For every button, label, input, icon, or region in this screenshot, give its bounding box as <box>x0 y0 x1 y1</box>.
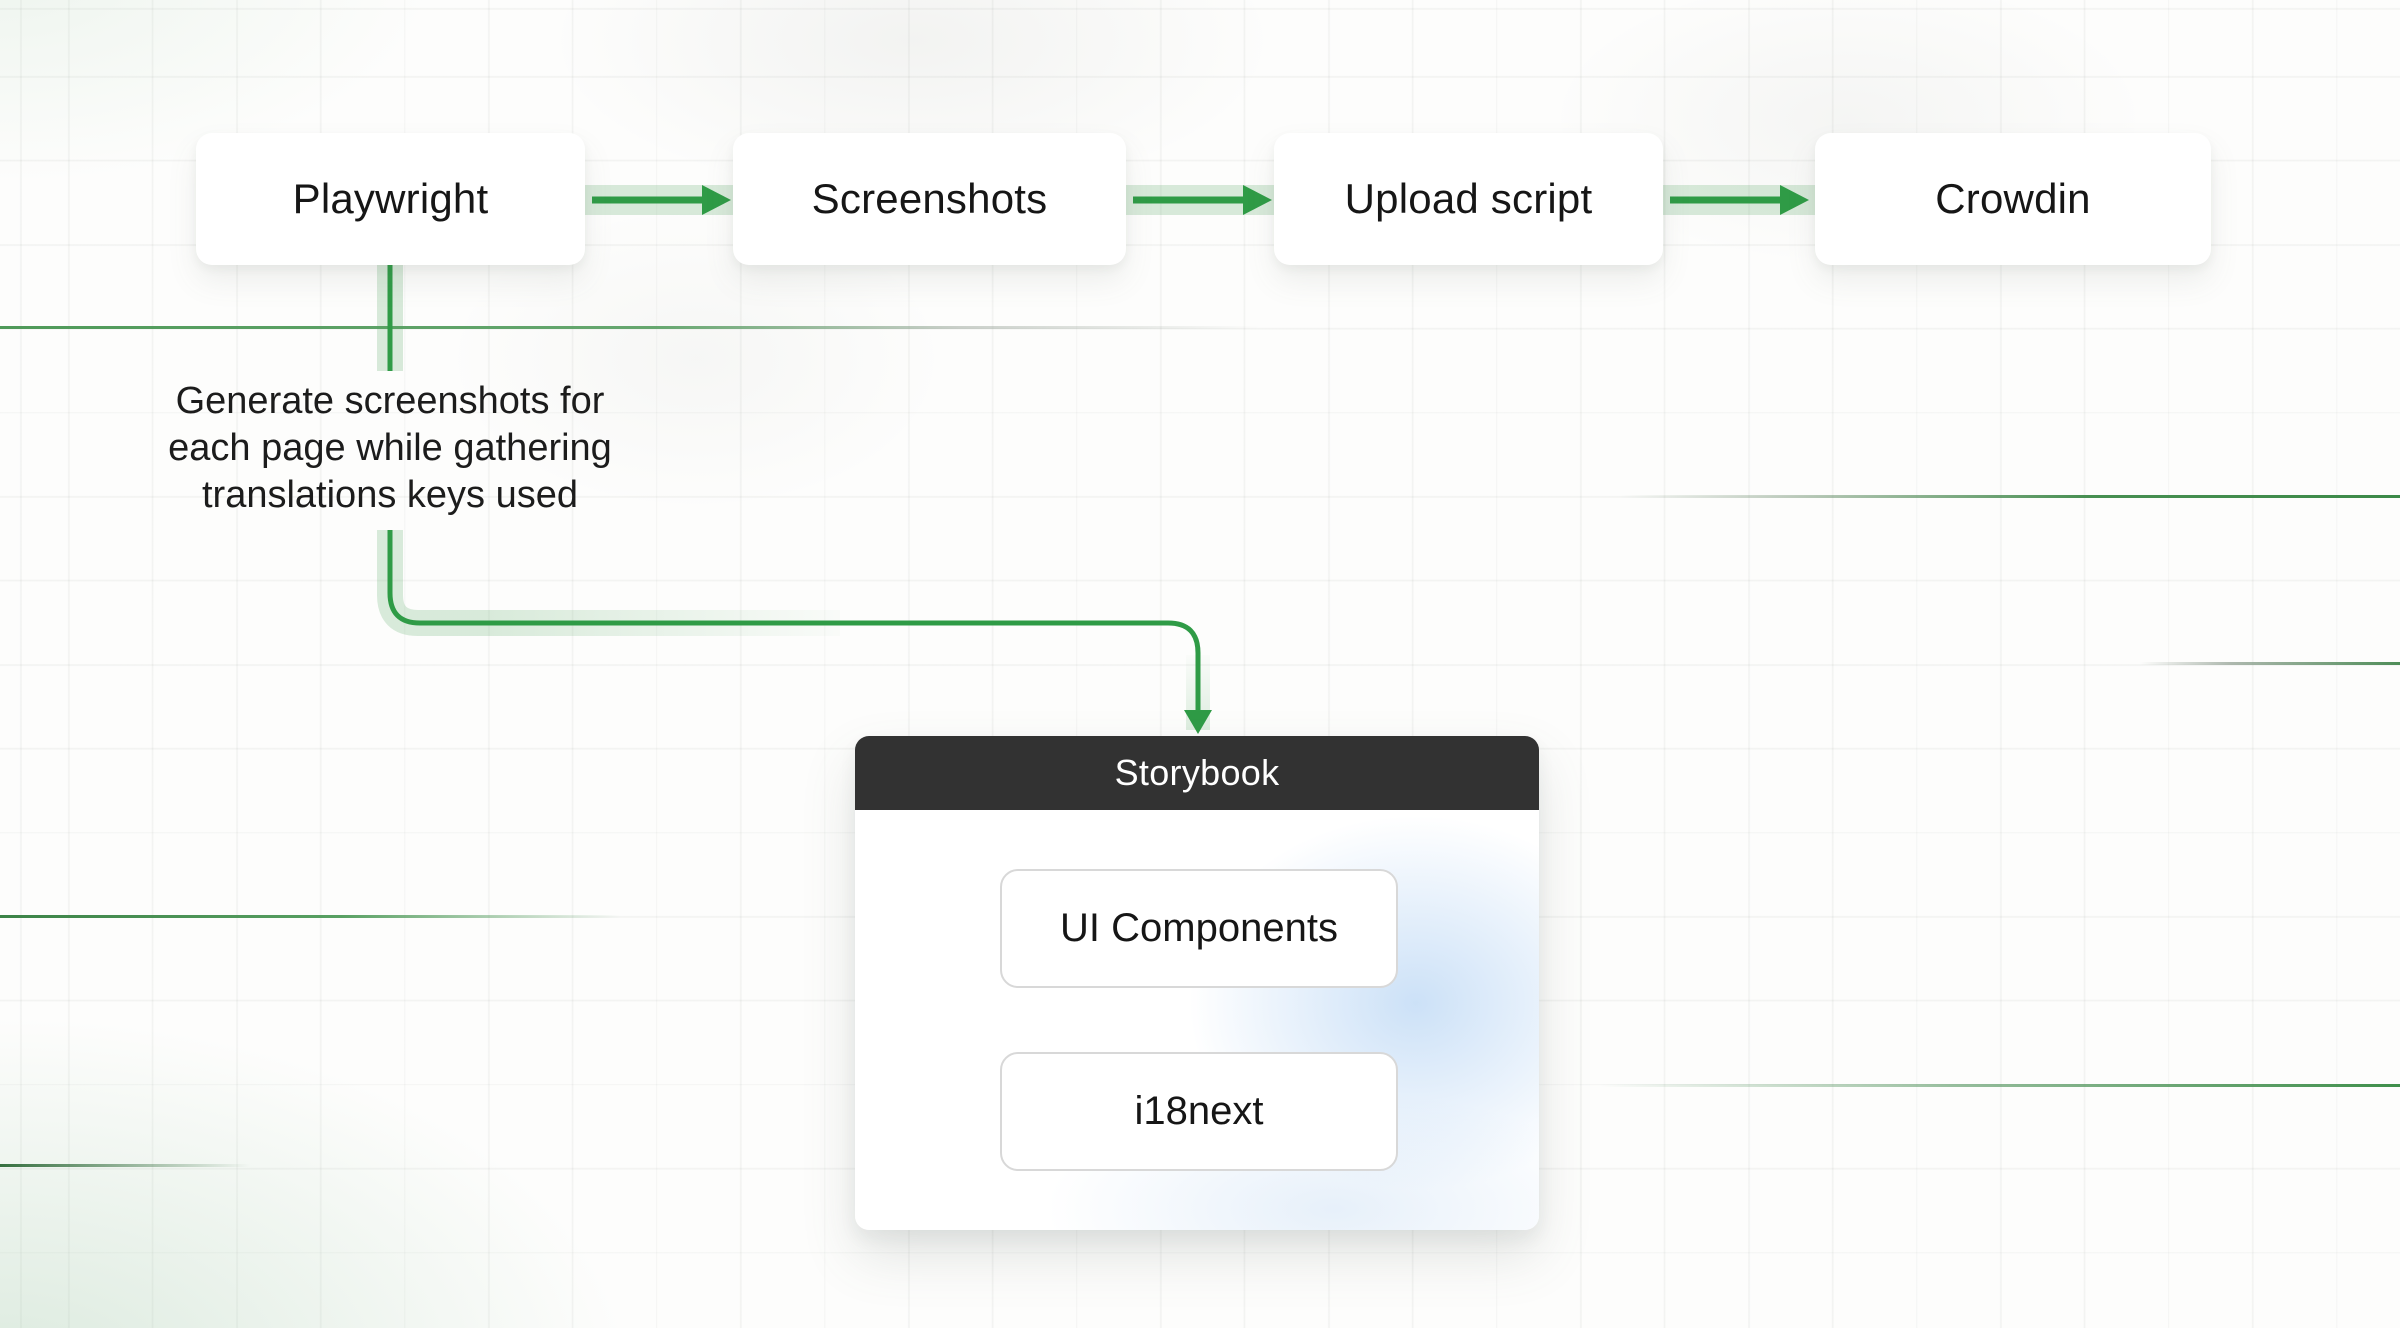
decor-line-left-bottom <box>0 1164 250 1167</box>
flow-node-label: Upload script <box>1344 175 1593 222</box>
connector-screenshots-upload <box>1126 185 1274 215</box>
flow-node-upload-script: Upload script <box>1274 133 1663 265</box>
node-ui-components: UI Components <box>1000 869 1398 988</box>
storybook-card-body: UI Components i18next <box>855 810 1539 1230</box>
connector-upload-crowdin <box>1663 185 1815 215</box>
flow-node-label: Playwright <box>292 175 489 222</box>
branch-annotation: Generate screenshots for each page while… <box>150 378 630 519</box>
flow-node-screenshots: Screenshots <box>733 133 1126 265</box>
decor-line-right-lower <box>1600 1084 2400 1087</box>
flow-node-label: Screenshots <box>811 175 1048 222</box>
flow-node-label: Crowdin <box>1935 175 2091 222</box>
node-i18next: i18next <box>1000 1052 1398 1171</box>
connector-playwright-screenshots <box>585 185 733 215</box>
decor-line-left-top <box>0 326 1260 329</box>
flow-node-crowdin: Crowdin <box>1815 133 2211 265</box>
decor-line-right-upper <box>1620 495 2400 498</box>
node-label: i18next <box>1134 1089 1264 1133</box>
storybook-card-header: Storybook <box>855 736 1539 810</box>
annotation-line: each page while gathering <box>168 427 612 469</box>
storybook-title: Storybook <box>1114 752 1280 793</box>
flow-node-playwright: Playwright <box>196 133 585 265</box>
decor-line-left-middle <box>0 915 620 918</box>
node-label: UI Components <box>1060 906 1338 950</box>
decor-line-right-short <box>2140 662 2400 665</box>
annotation-line: Generate screenshots for <box>175 380 605 422</box>
storybook-card: Storybook UI Components i18next <box>855 736 1539 1230</box>
annotation-line: translations keys used <box>202 474 578 516</box>
